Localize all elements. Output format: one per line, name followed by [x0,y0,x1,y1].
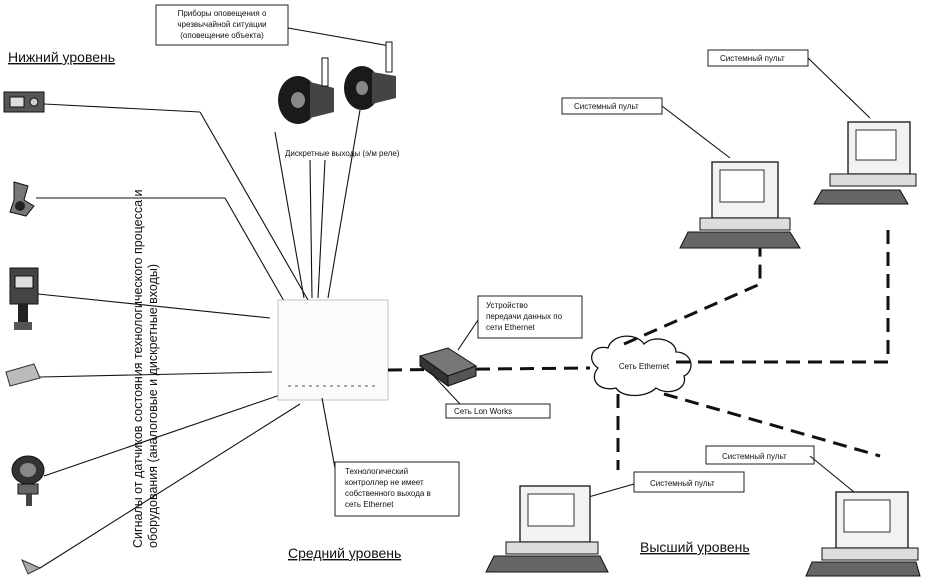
upper-level-label: Высший уровень [640,539,750,555]
technological-controller [277,299,389,401]
svg-text:Системный пульт: Системный пульт [720,54,785,63]
alarm-devices-callout [155,4,289,46]
svg-text:сети Ethernet: сети Ethernet [486,323,536,332]
svg-text:Системный пульт: Системный пульт [574,102,639,111]
svg-text:(оповещение объекта): (оповещение объекта) [180,31,264,40]
controller-note-callout [334,461,460,517]
ethernet-cloud-icon [591,335,692,397]
sensor-signal-lines [36,103,309,569]
ethernet-device-callout [477,295,583,339]
siren-icon [344,41,396,110]
svg-text:Сигналы от датчиков состояния: Сигналы от датчиков состояния технологич… [131,189,145,548]
svg-text:контроллер не имеет: контроллер не имеет [345,478,424,487]
svg-text:сеть Ethernet: сеть Ethernet [345,500,394,509]
ethernet-device-icon [418,347,478,387]
svg-text:Системный пульт: Системный пульт [650,479,715,488]
svg-text:Технологический: Технологический [345,467,408,476]
lower-level-label: Нижний уровень [8,49,115,65]
workstation-icon [805,491,921,577]
svg-text:передачи данных по: передачи данных по [486,312,563,321]
svg-text:Приборы оповещения о: Приборы оповещения о [178,9,267,18]
sensor-transmitter-icon [9,267,39,330]
middle-level-label: Средний уровень [288,545,401,561]
sensor-box-icon [3,91,45,113]
ethernet-cloud-label: Сеть Ethernet [619,362,670,371]
system-console-callout [633,471,745,493]
sensor-small-icon [21,559,42,575]
svg-text:оборудования (аналоговые и дис: оборудования (аналоговые и дискретные вх… [146,264,160,548]
sensor-probe-icon [9,181,35,217]
discrete-outputs-label: Дискретные выходы (э/м реле) [285,149,400,158]
sensors-caption: Сигналы от датчиков состояния технологич… [131,189,160,548]
lonworks-link [387,366,591,372]
svg-text:Сеть Lon Works: Сеть Lon Works [454,407,512,416]
siren-icon [278,57,334,124]
workstation-icon [813,121,917,205]
svg-text:чрезвычайной ситуации: чрезвычайной ситуации [177,20,266,29]
lonworks-callout [445,403,551,419]
svg-text:Системный пульт: Системный пульт [722,452,787,461]
discrete-output-lines [274,109,361,299]
sensor-flat-icon [5,363,41,387]
svg-text:собственного выхода в: собственного выхода в [345,489,431,498]
ethernet-links [616,226,890,470]
workstation-icon [485,485,609,573]
workstation-icon [679,161,801,249]
sensor-flowmeter-icon [11,455,45,506]
system-console-callout [705,445,815,465]
svg-text:Устройство: Устройство [486,301,528,310]
